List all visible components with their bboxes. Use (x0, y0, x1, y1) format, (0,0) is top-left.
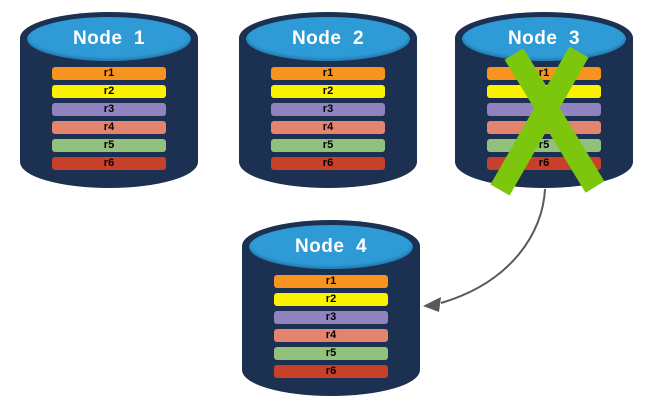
node-1-label: Node 1 (72, 28, 146, 49)
row-r4: r4 (274, 329, 388, 342)
row-r5: r5 (271, 139, 385, 152)
row-r4: r4 (52, 121, 166, 134)
row-r1: r1 (274, 275, 388, 288)
row-r4: r4 (487, 121, 601, 134)
row-r5: r5 (52, 139, 166, 152)
node-3-records: r1 r2 r3 r4 r5 r6 (487, 67, 601, 175)
row-r1: r1 (271, 67, 385, 80)
node-1-cylinder: Node 1 r1 r2 r3 r4 r5 r6 (20, 12, 198, 188)
node-3-cylinder: Node 3 r1 r2 r3 r4 r5 r6 (455, 12, 633, 188)
replication-arrow (423, 188, 546, 312)
node-4-cylinder: Node 4 r1 r2 r3 r4 r5 r6 (242, 220, 420, 396)
row-r3: r3 (271, 103, 385, 116)
row-r6: r6 (52, 157, 166, 170)
node-2-records: r1 r2 r3 r4 r5 r6 (271, 67, 385, 175)
row-r2: r2 (52, 85, 166, 98)
row-r6: r6 (274, 365, 388, 378)
cylinder-top-face (27, 17, 191, 61)
row-r3: r3 (52, 103, 166, 116)
row-r5: r5 (274, 347, 388, 360)
row-r3: r3 (487, 103, 601, 116)
row-r6: r6 (271, 157, 385, 170)
node-4-label: Node 4 (294, 236, 368, 257)
node-1-records: r1 r2 r3 r4 r5 r6 (52, 67, 166, 175)
node-2-label: Node 2 (291, 28, 365, 49)
row-r4: r4 (271, 121, 385, 134)
row-r6: r6 (487, 157, 601, 170)
node-4-records: r1 r2 r3 r4 r5 r6 (274, 275, 388, 383)
node-3-label: Node 3 (507, 28, 581, 49)
cylinder-top-face (249, 225, 413, 269)
row-r5: r5 (487, 139, 601, 152)
row-r1: r1 (52, 67, 166, 80)
row-r2: r2 (274, 293, 388, 306)
row-r2: r2 (271, 85, 385, 98)
row-r1: r1 (487, 67, 601, 80)
row-r2: r2 (487, 85, 601, 98)
node-2-cylinder: Node 2 r1 r2 r3 r4 r5 r6 (239, 12, 417, 188)
row-r3: r3 (274, 311, 388, 324)
cylinder-top-face (246, 17, 410, 61)
